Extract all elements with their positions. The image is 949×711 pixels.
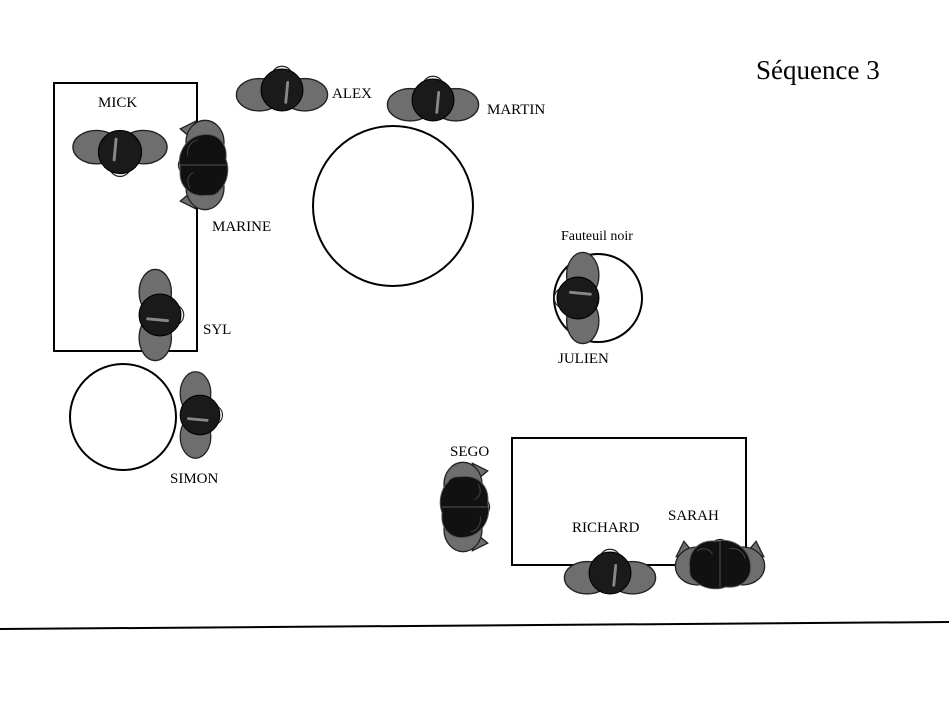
label-alex: ALEX [332,86,372,102]
label-julien: JULIEN [558,351,609,367]
floor-line [0,621,949,630]
round-table-center [312,125,474,287]
label-syl: SYL [203,322,231,338]
person-simon [178,370,224,460]
label-sego: SEGO [450,444,489,460]
person-marine [177,119,229,211]
person-martin [385,74,481,123]
label-sarah: SARAH [668,508,719,524]
armchair-label: Fauteuil noir [561,229,633,244]
person-sarah [674,538,766,590]
person-richard [562,547,658,596]
label-marine: MARINE [212,219,271,235]
person-alex [234,64,330,113]
sequence-title: Séquence 3 [756,55,880,85]
person-syl [137,267,186,363]
label-martin: MARTIN [487,102,545,118]
left-table [53,82,198,352]
label-mick: MICK [98,95,137,111]
label-simon: SIMON [170,471,219,487]
person-sego [439,461,491,553]
label-richard: RICHARD [572,520,640,536]
person-julien [552,250,601,346]
round-table-left [69,363,177,471]
person-mick [71,128,169,178]
